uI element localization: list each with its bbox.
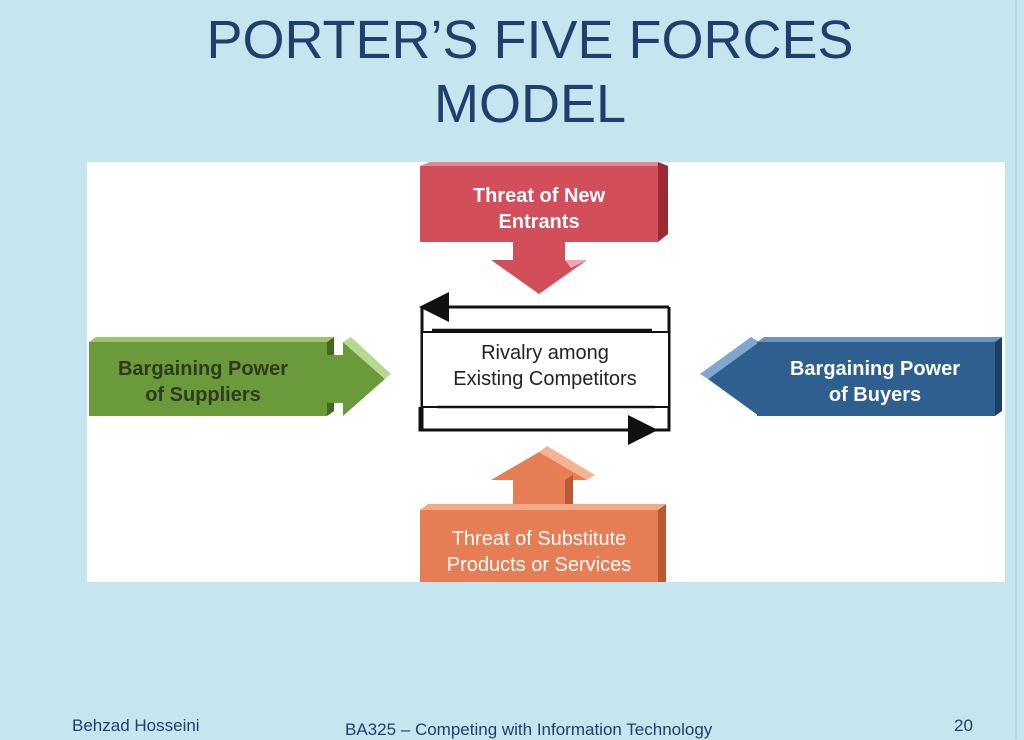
buyers-line-2: of Buyers xyxy=(829,384,921,406)
threat-of-new-entrants-box: Threat of New Entrants xyxy=(420,162,668,294)
rivalry-line-1: Rivalry among xyxy=(481,342,609,364)
five-forces-diagram: Threat of New Entrants Bargaining Power … xyxy=(89,162,1002,582)
threat-of-substitutes-box: Threat of Substitute Products or Service… xyxy=(420,446,666,582)
right-arrow-icon xyxy=(327,342,385,416)
bargaining-power-of-buyers-box: Bargaining Power of Buyers xyxy=(700,337,1002,416)
slide-title: PORTER’S FIVE FORCES MODEL xyxy=(120,8,940,136)
up-arrow-icon xyxy=(491,452,587,510)
rivalry-among-competitors-box: Rivalry among Existing Competitors xyxy=(418,292,671,445)
down-arrow-icon xyxy=(491,242,587,294)
bargaining-power-of-suppliers-box: Bargaining Power of Suppliers xyxy=(89,337,391,416)
new-entrants-line-2: Entrants xyxy=(498,211,579,233)
substitutes-line-1: Threat of Substitute xyxy=(452,528,627,550)
buyers-line-1: Bargaining Power xyxy=(790,358,960,380)
footer-page-number: 20 xyxy=(954,716,973,735)
footer-course: BA325 – Competing with Information Techn… xyxy=(345,720,713,739)
footer-author: Behzad Hosseini xyxy=(72,716,200,735)
slide-title-line-2: MODEL xyxy=(433,74,627,134)
slide-edge-rule xyxy=(1015,0,1017,739)
slide-title-line-1: PORTER’S FIVE FORCES xyxy=(206,10,854,70)
suppliers-line-2: of Suppliers xyxy=(145,384,261,406)
substitutes-line-2: Products or Services xyxy=(447,554,632,576)
rivalry-line-2: Existing Competitors xyxy=(453,368,636,390)
diagram-panel: Threat of New Entrants Bargaining Power … xyxy=(87,162,1005,582)
new-entrants-line-1: Threat of New xyxy=(473,185,606,207)
suppliers-line-1: Bargaining Power xyxy=(118,358,288,380)
